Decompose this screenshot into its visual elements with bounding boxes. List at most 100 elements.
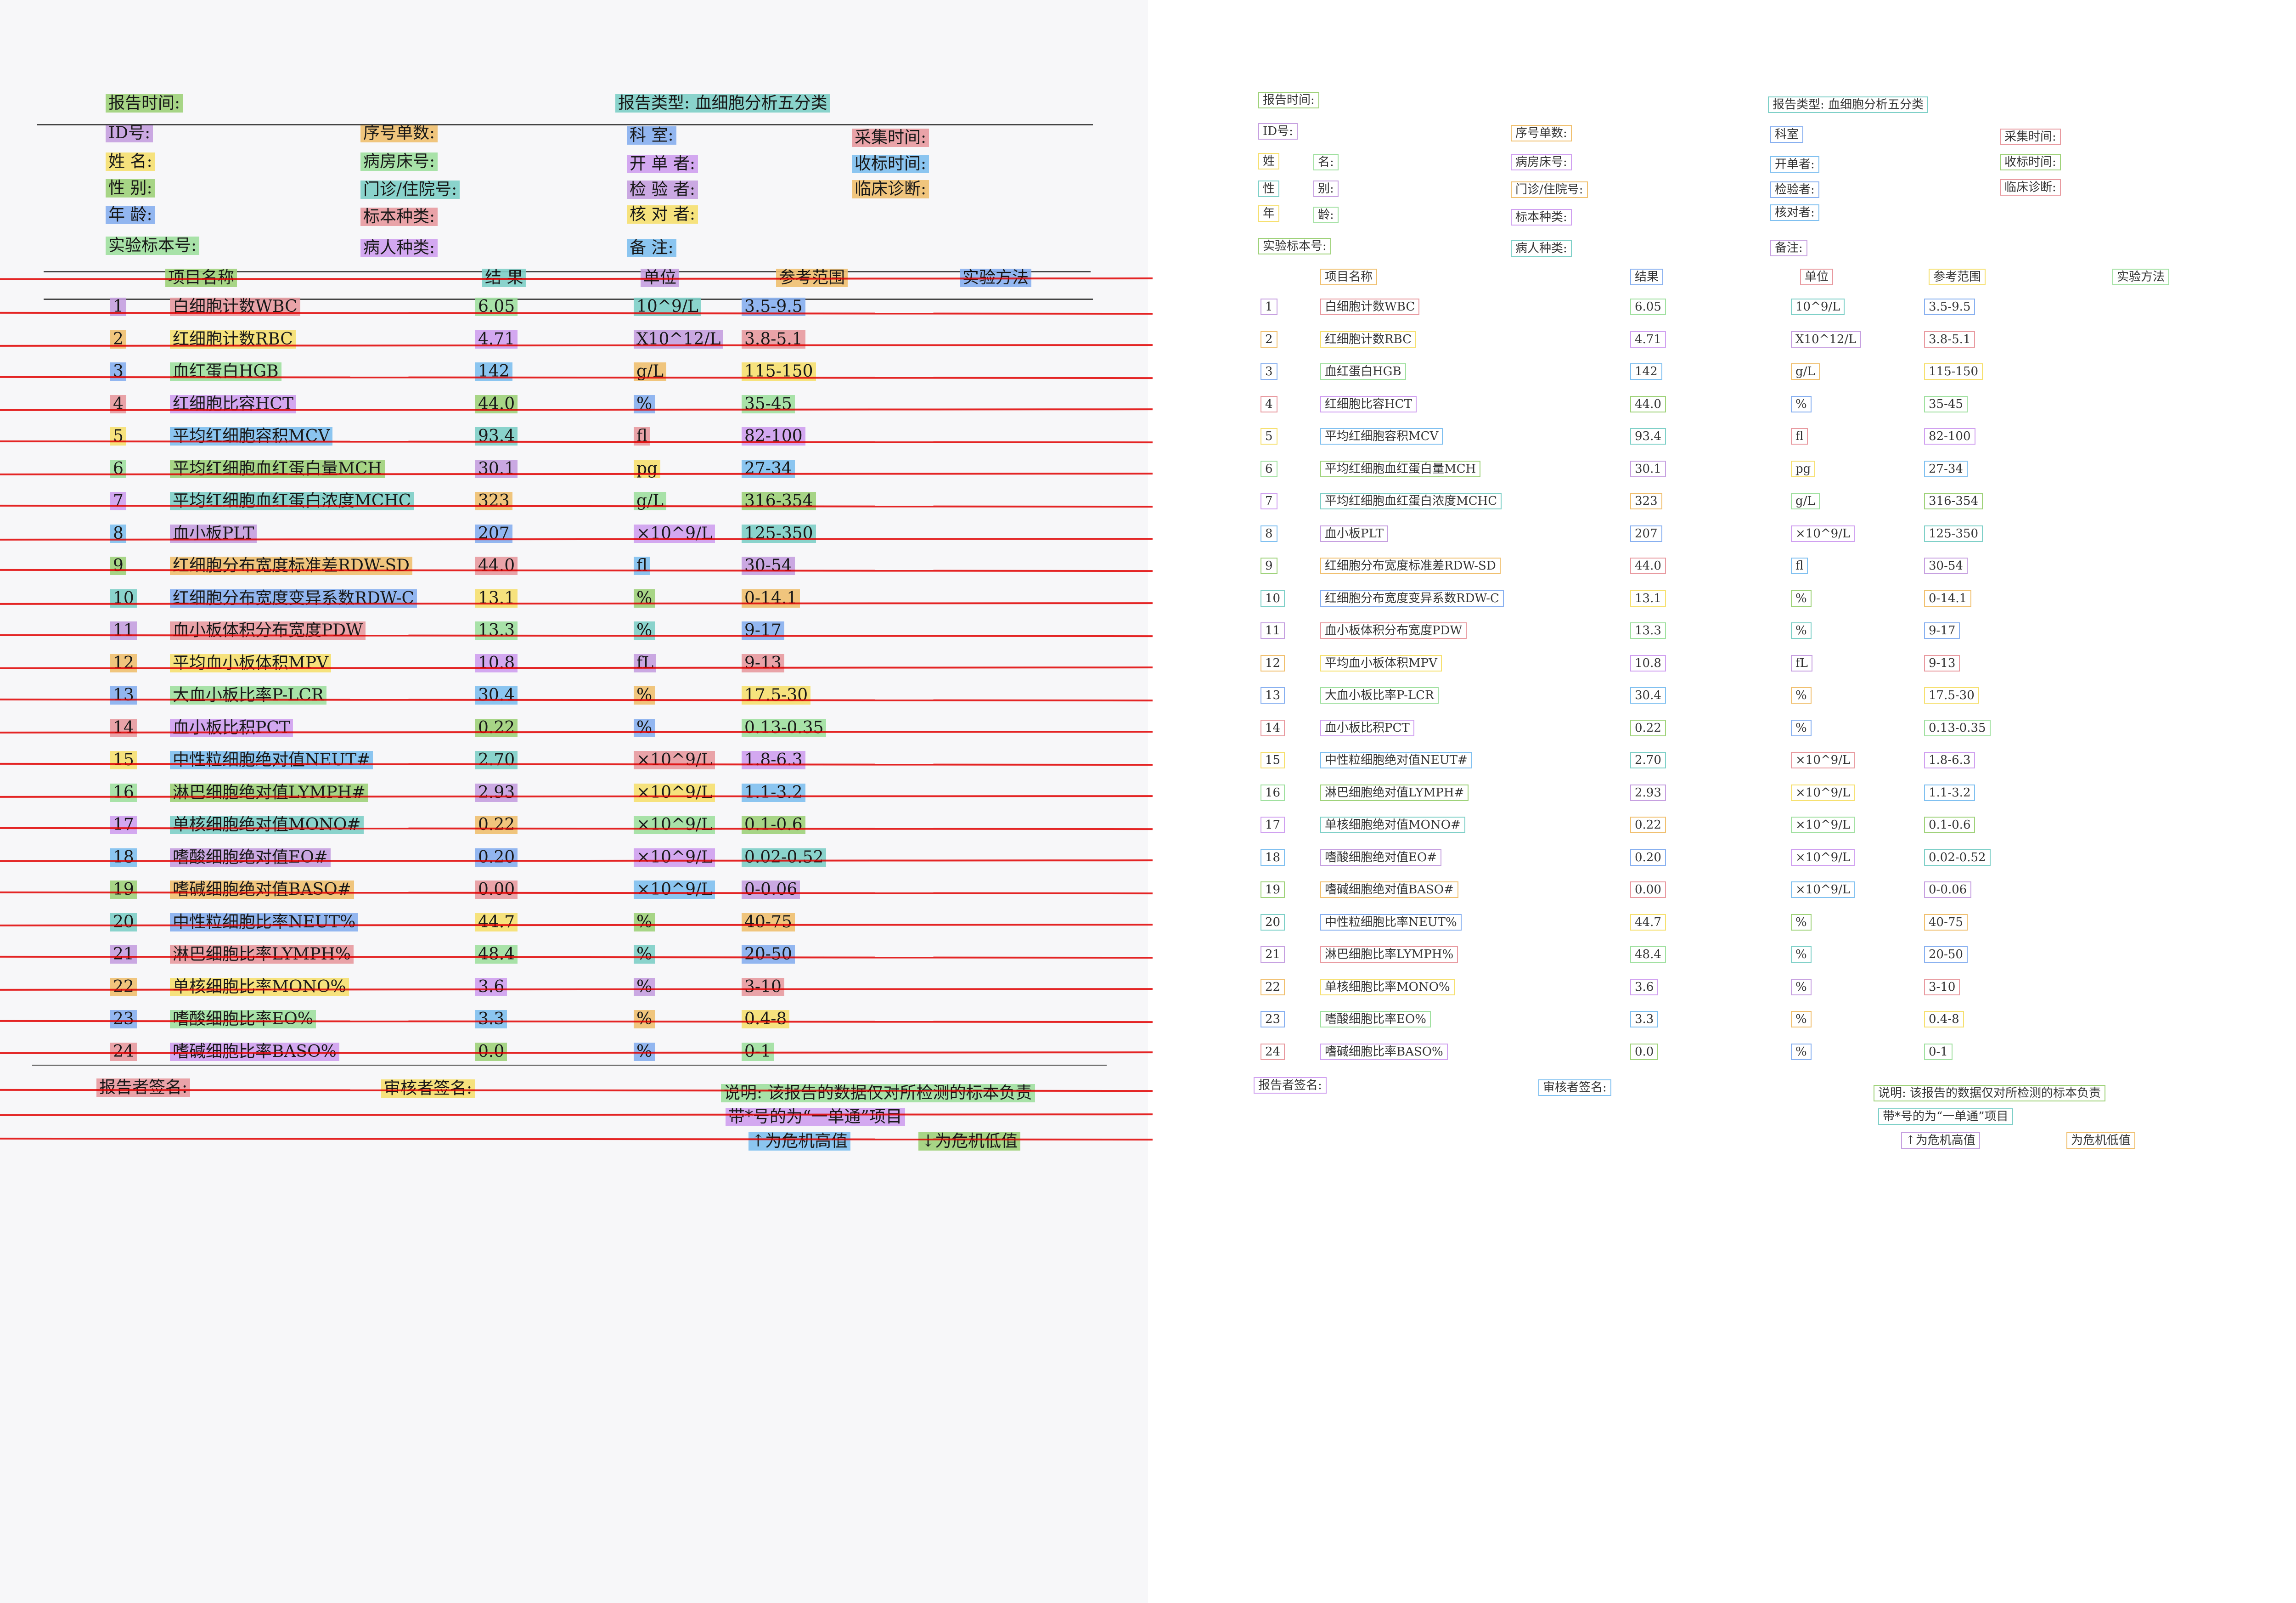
right-row-number: 21: [1261, 946, 1285, 963]
right-critical-high-note: ↑为危机高值: [1901, 1132, 1980, 1149]
right-row-unit: %: [1791, 978, 1812, 995]
left-critical-high-note: ↑为危机高值: [748, 1132, 851, 1151]
right-critical-low-note: 为危机低值: [2066, 1132, 2136, 1149]
right-col-result: 结果: [1630, 269, 1664, 285]
right-row-result: 13.1: [1630, 590, 1666, 607]
right-row-result: 4.71: [1630, 331, 1666, 348]
right-row-name: 平均红细胞容积MCV: [1320, 428, 1443, 445]
left-row-range: 1.1-3.2: [742, 783, 805, 802]
right-row-range: 0-0.06: [1924, 881, 1972, 898]
right-row-result: 44.7: [1630, 914, 1666, 931]
right-row-number: 9: [1261, 558, 1277, 574]
right-sex-b: 别:: [1313, 181, 1339, 197]
right-row-result: 30.1: [1630, 460, 1666, 477]
right-row-name: 红细胞比容HCT: [1320, 395, 1417, 412]
left-remark: 备 注:: [627, 239, 676, 257]
left-row-result: 93.4: [475, 427, 518, 446]
left-row-number: 19: [110, 881, 137, 899]
right-row-name: 中性粒细胞绝对值NEUT#: [1320, 752, 1472, 768]
left-row-unit: %: [634, 913, 655, 931]
left-row-unit: fl: [634, 557, 651, 575]
right-row-range: 0-14.1: [1924, 590, 1972, 607]
right-row-result: 48.4: [1630, 946, 1666, 963]
left-row-range: 0.13-0.35: [742, 718, 827, 737]
right-row-number: 13: [1261, 687, 1285, 704]
right-row-range: 1.1-3.2: [1924, 784, 1975, 801]
left-bed: 病房床号:: [360, 152, 438, 171]
right-row-unit: ×10^9/L: [1791, 784, 1855, 801]
right-row-number: 2: [1261, 331, 1277, 348]
right-row-result: 6.05: [1630, 299, 1666, 315]
left-row-name: 中性粒细胞绝对值NEUT#: [170, 751, 373, 769]
left-row-result: 30.4: [475, 686, 518, 705]
right-row-name: 血小板体积分布宽度PDW: [1320, 622, 1467, 639]
left-row-unit: ×10^9/L: [634, 751, 715, 769]
right-row-result: 0.22: [1630, 817, 1666, 833]
left-sex: 性 别:: [106, 179, 155, 198]
right-row-name: 血小板比积PCT: [1320, 719, 1414, 736]
left-row-name: 红细胞分布宽度标准差RDW-SD: [170, 557, 413, 575]
red-baseline-line: [0, 473, 1153, 475]
right-row-number: 24: [1261, 1043, 1285, 1060]
left-row-name: 平均红细胞血红蛋白浓度MCHC: [170, 492, 414, 510]
left-row-result: 0.22: [475, 816, 518, 834]
red-baseline-line: [0, 924, 1153, 926]
left-row-number: 22: [110, 977, 137, 996]
right-row-range: 0-1: [1924, 1043, 1953, 1060]
red-baseline-line: [0, 602, 1153, 605]
left-report-type: 报告类型: 血细胞分析五分类: [615, 94, 830, 113]
left-row-name: 嗜碱细胞绝对值BASO#: [170, 881, 354, 899]
red-baseline-line: [0, 666, 1153, 669]
red-baseline-line: [0, 408, 1153, 411]
left-row-result: 30.1: [475, 459, 518, 478]
left-row-number: 16: [110, 783, 137, 802]
left-row-result: 3.3: [475, 1010, 507, 1028]
right-row-unit: %: [1791, 687, 1812, 704]
red-baseline-line: [0, 538, 1153, 541]
left-row-range: 0.1-0.6: [742, 816, 805, 834]
right-row-unit: %: [1791, 590, 1812, 607]
right-row-name: 红细胞计数RBC: [1320, 331, 1417, 348]
right-row-result: 2.70: [1630, 752, 1666, 768]
right-row-result: 3.3: [1630, 1011, 1659, 1027]
left-row-unit: %: [634, 945, 655, 964]
right-reviewer-signature: 审核者签名:: [1538, 1079, 1611, 1096]
right-row-range: 9-17: [1924, 622, 1960, 639]
right-row-unit: fL: [1791, 655, 1812, 672]
left-row-range: 9-13: [742, 654, 784, 672]
right-examiner: 检验者:: [1770, 181, 1819, 198]
right-row-result: 0.22: [1630, 719, 1666, 736]
left-row-range: 0-0.06: [742, 881, 800, 899]
right-row-unit: g/L: [1791, 363, 1820, 380]
right-row-unit: %: [1791, 622, 1812, 639]
left-critical-low-note: ↓为危机低值: [918, 1132, 1021, 1151]
left-row-range: 40-75: [742, 913, 795, 931]
left-row-range: 30-54: [742, 557, 795, 575]
right-row-unit: ×10^9/L: [1791, 752, 1855, 768]
right-row-name: 嗜酸细胞比率EO%: [1320, 1011, 1431, 1027]
right-row-unit: fl: [1791, 428, 1808, 445]
left-row-result: 10.8: [475, 654, 518, 672]
right-row-result: 2.93: [1630, 784, 1666, 801]
left-row-number: 15: [110, 751, 137, 769]
left-row-name: 嗜酸细胞绝对值EO#: [170, 848, 331, 867]
left-row-name: 血小板体积分布宽度PDW: [170, 621, 366, 640]
right-row-number: 12: [1261, 655, 1285, 672]
right-row-number: 7: [1261, 493, 1277, 509]
right-reporter-signature: 报告者签名:: [1254, 1077, 1327, 1094]
left-id: ID号:: [106, 124, 153, 142]
left-row-unit: ×10^9/L: [634, 881, 715, 899]
right-row-range: 3.5-9.5: [1924, 299, 1975, 315]
left-row-name: 淋巴细胞比率LYMPH%: [170, 945, 354, 964]
left-row-unit: %: [634, 1010, 655, 1028]
left-row-number: 21: [110, 945, 137, 964]
right-row-name: 红细胞分布宽度标准差RDW-SD: [1320, 558, 1501, 574]
right-row-range: 0.02-0.52: [1924, 849, 1991, 866]
left-row-name: 中性粒细胞比率NEUT%: [170, 913, 359, 931]
right-row-unit: X10^12/L: [1791, 331, 1861, 348]
right-row-range: 0.13-0.35: [1924, 719, 1991, 736]
left-row-number: 23: [110, 1010, 137, 1028]
left-diagnosis: 临床诊断:: [852, 180, 929, 198]
right-row-name: 单核细胞绝对值MONO#: [1320, 817, 1465, 833]
left-note: 说明: 该报告的数据仅对所检测的标本负责: [721, 1084, 1035, 1102]
